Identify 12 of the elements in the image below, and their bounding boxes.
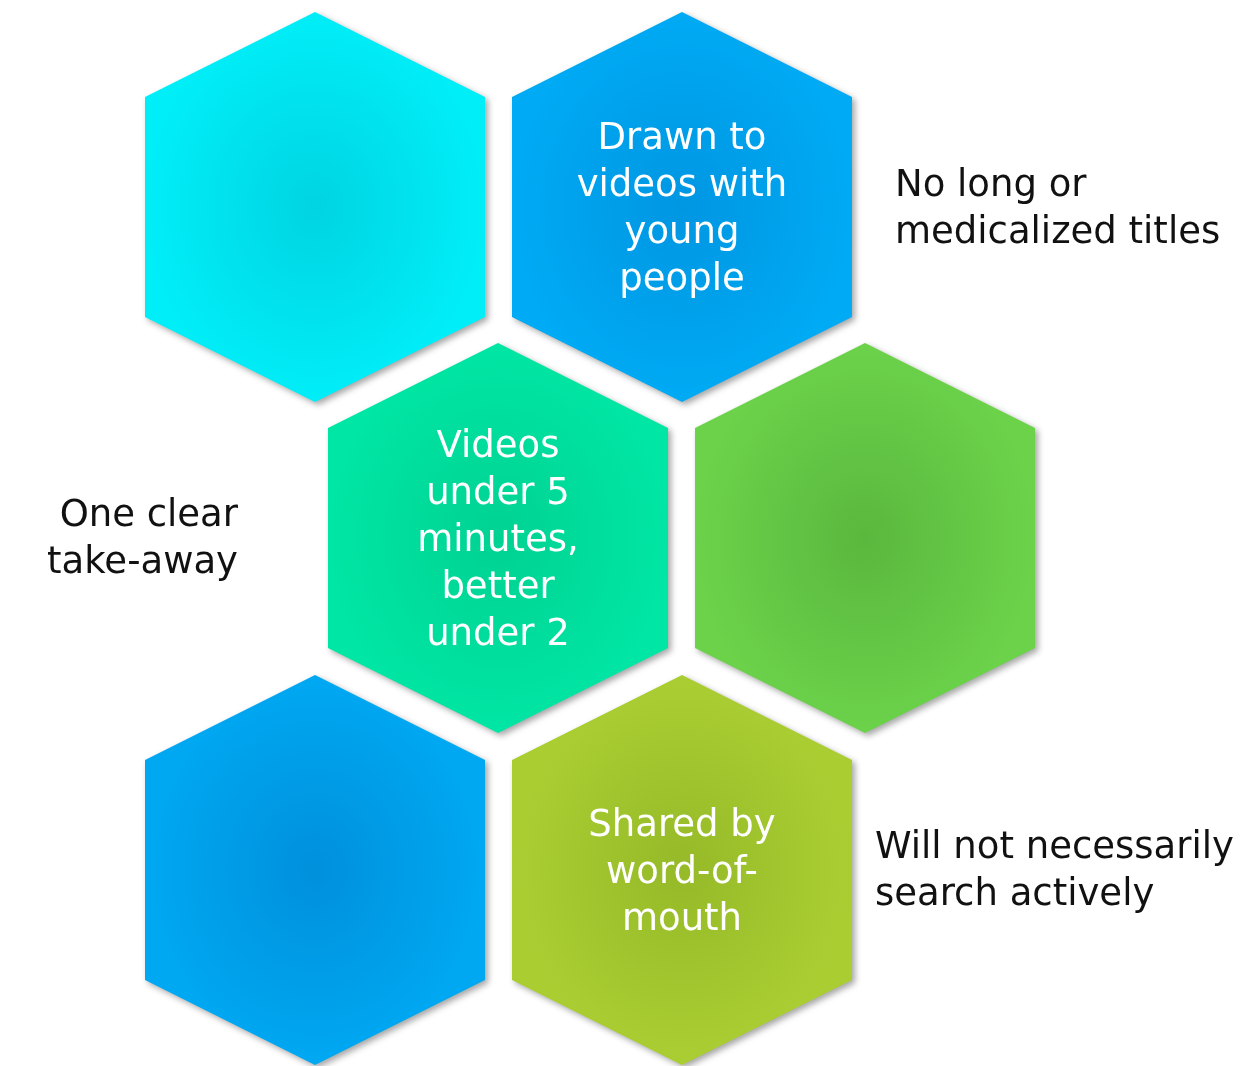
hexagon [694,342,1036,734]
hexagon-text: Drawn to videos with young people [575,114,789,301]
hexagon-text: Videos under 5 minutes, better under 2 [416,421,580,656]
hexagon [511,674,853,1066]
hexagon [511,11,853,403]
hexagon [144,11,486,403]
side-note: No long or medicalized titles [895,161,1222,254]
hexagon [327,342,669,734]
hexagon-text: Shared by word-of-mouth [587,800,777,941]
side-note: One clear take-away [46,491,238,584]
hexagon [144,674,486,1066]
side-note: Will not necessarily search actively [875,823,1235,916]
